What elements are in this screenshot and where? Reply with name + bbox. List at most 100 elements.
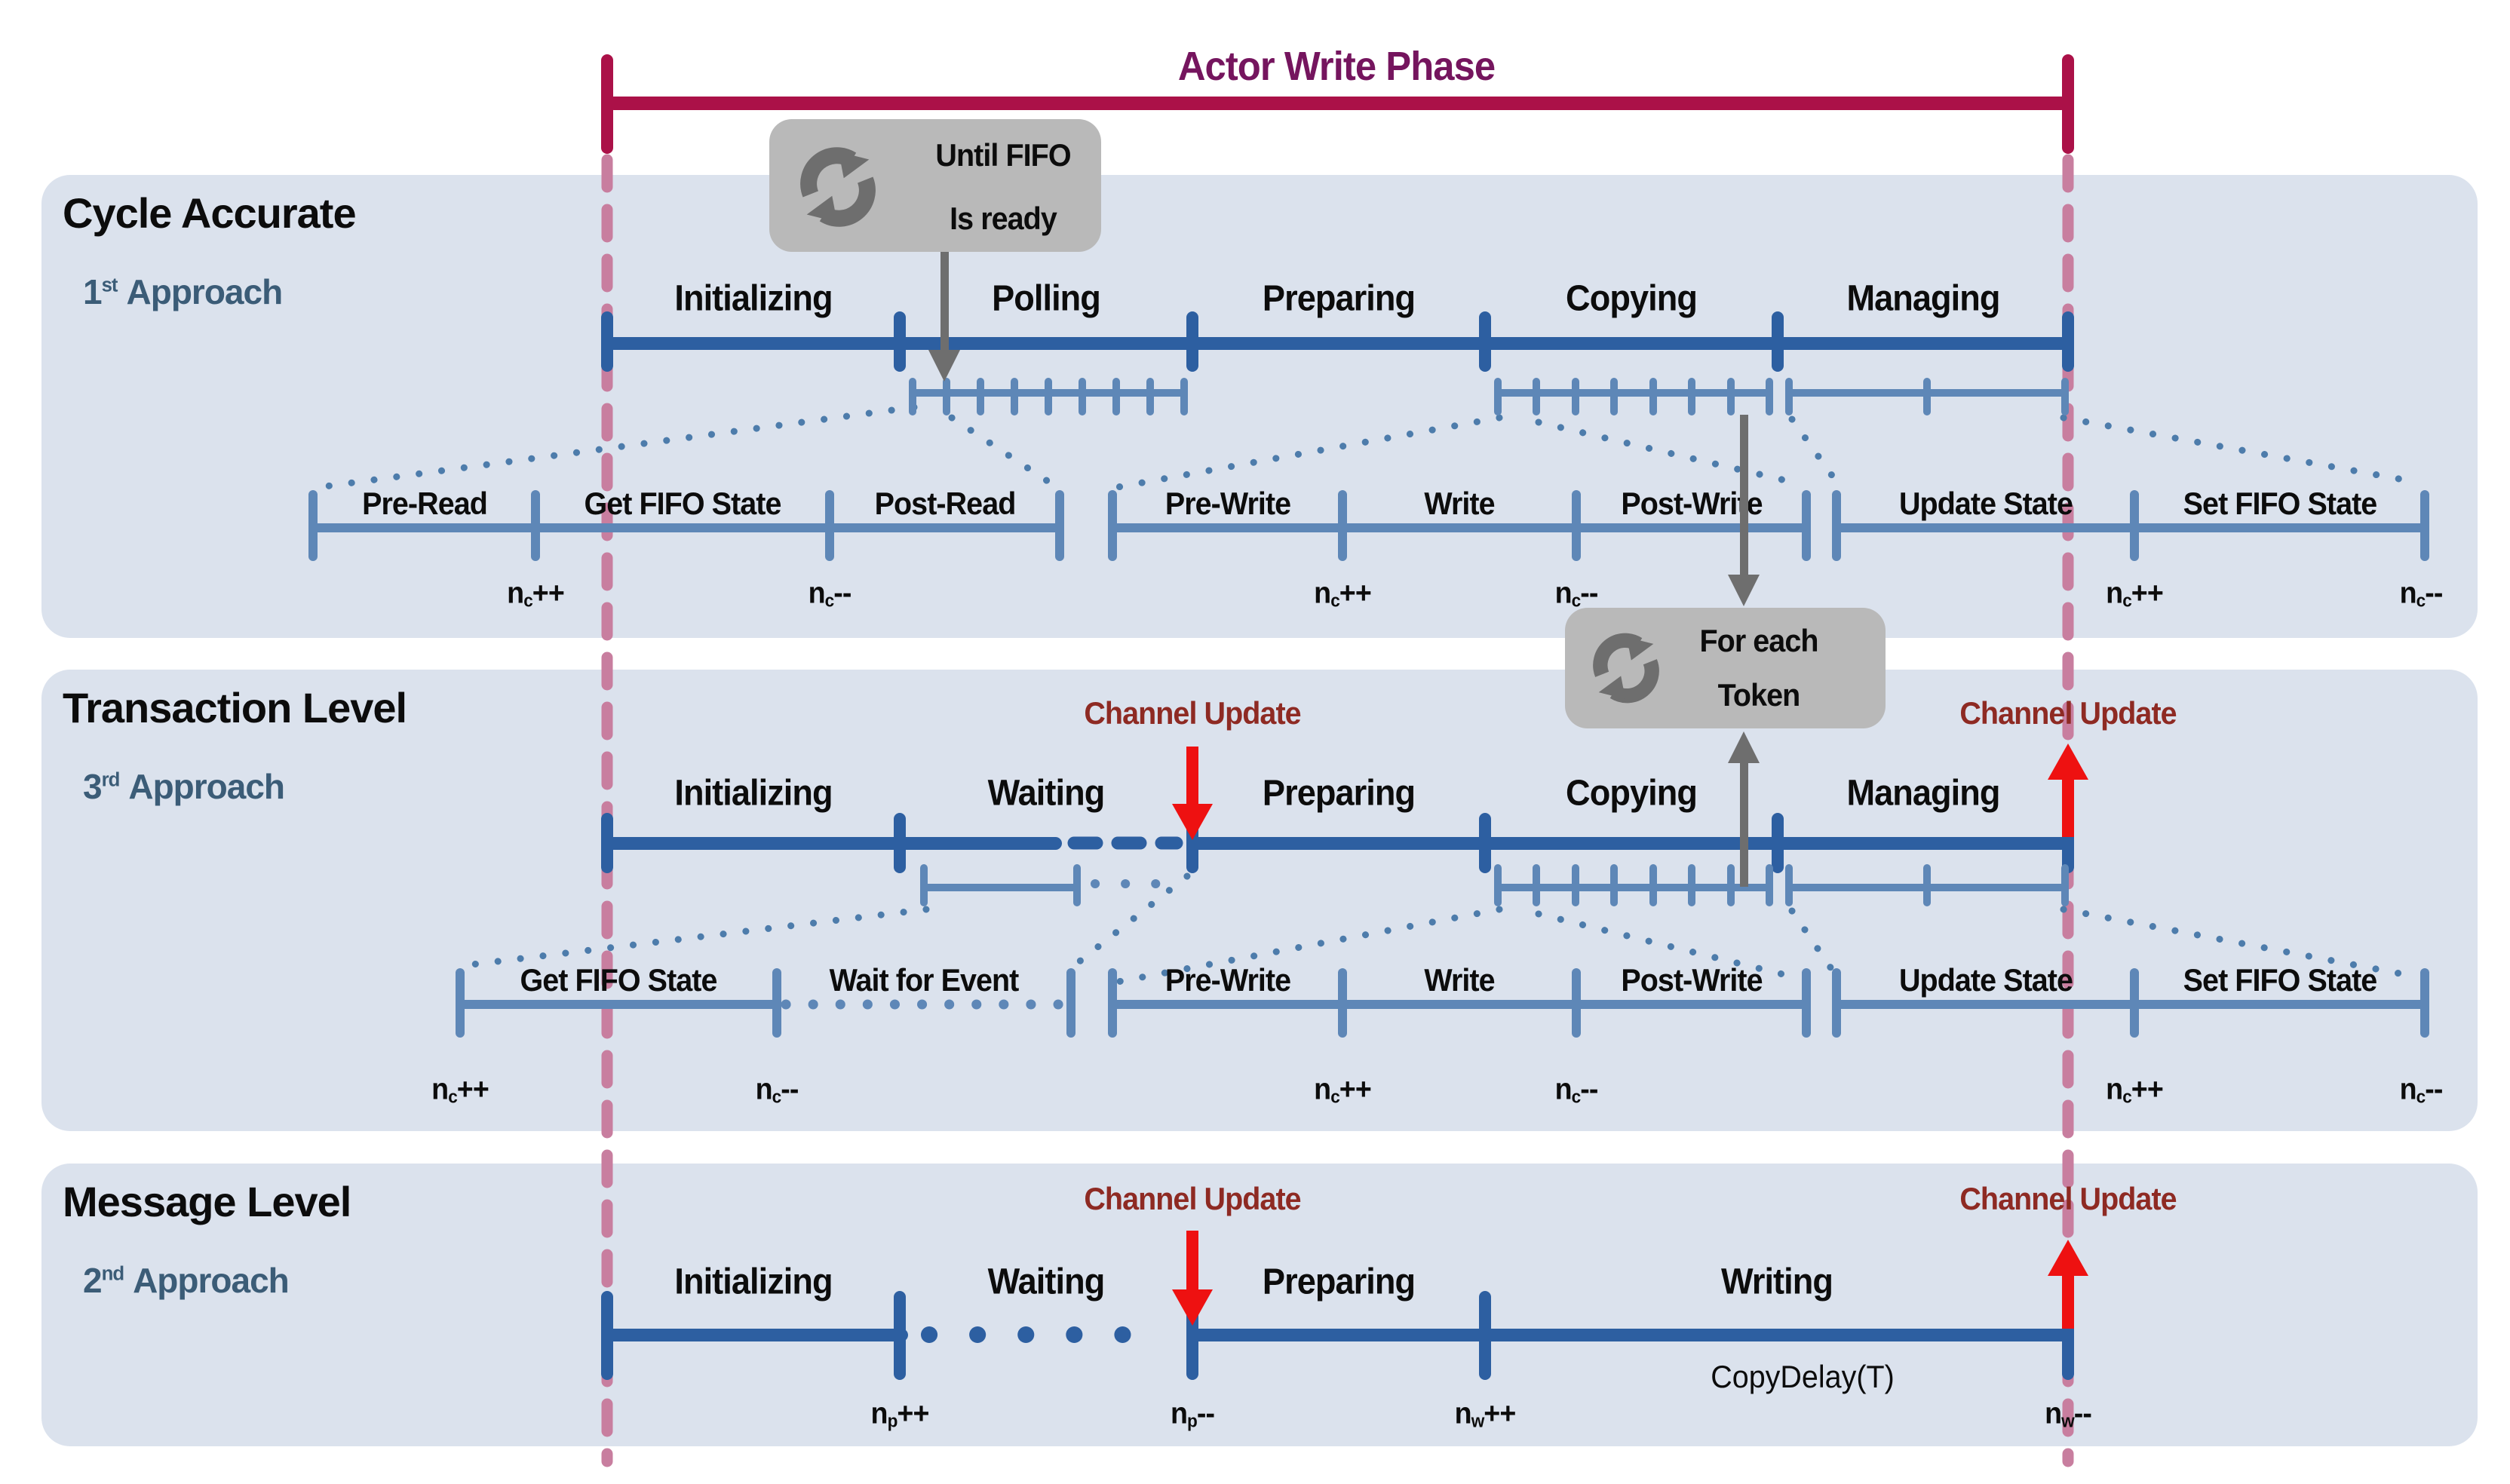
counter-var: n [431, 1072, 449, 1106]
timeline-tick [894, 311, 906, 372]
cycle-ruler-tick [1726, 378, 1735, 415]
counter-var: n [2106, 1072, 2123, 1106]
counter-op: ++ [2131, 1072, 2164, 1106]
subtimeline-tick [308, 490, 318, 561]
red-arrow-down-head [1172, 804, 1213, 840]
actor-write-phase-title: Actor Write Phase [1177, 44, 1496, 89]
cycle-ruler-tick [1785, 864, 1793, 906]
phase-label: Managing [1846, 773, 2000, 814]
timeline-tick [1186, 311, 1198, 372]
timeline-bar [1187, 1329, 2068, 1341]
loop-icon [1593, 633, 1659, 704]
badge-text-line: Until FIFO [935, 137, 1071, 173]
cycle-ruler-bar [1498, 884, 1769, 891]
counter-subscript: p [1187, 1411, 1198, 1432]
counter-var: n [2106, 576, 2123, 610]
cycle-ruler-tick [977, 378, 984, 415]
cycle-ruler-tick [2061, 378, 2069, 415]
counter-subscript: w [1471, 1411, 1485, 1432]
counter-op: -- [2425, 1072, 2443, 1106]
cycle-ruler-tick [909, 378, 916, 415]
subphase-label: Set FIFO State [2183, 486, 2377, 521]
cycle-ruler-tick [1073, 864, 1081, 906]
approach-number: 2 [83, 1261, 103, 1300]
counter-annotation: nw++ [1455, 1397, 1517, 1432]
subphase-label: Wait for Event [829, 962, 1020, 998]
counter-subscript: c [448, 1087, 458, 1108]
counter-subscript: c [824, 590, 835, 612]
subtimeline-tick [825, 490, 834, 561]
approach-ordinal: st [101, 274, 118, 296]
cycle-ruler-tick [1079, 378, 1086, 415]
cycle-ruler-tick [1923, 864, 1931, 906]
loop-icon-part [839, 152, 870, 179]
loop-badge-for-each-token [1565, 608, 1886, 728]
gray-arrow-head [1728, 575, 1760, 606]
counter-var: n [808, 576, 826, 610]
bracket-cap-left [601, 54, 613, 154]
connector-dotted-line [1788, 415, 1844, 491]
connector-dotted-line [2060, 906, 2423, 981]
counter-op: -- [833, 576, 851, 610]
counter-annotation: nc-- [1555, 576, 1599, 612]
approach-ordinal: nd [101, 1263, 124, 1285]
red-arrow-up-shaft [2062, 780, 2074, 837]
badge-text-line: Is ready [950, 201, 1057, 236]
counter-annotation: nc++ [1314, 1072, 1372, 1108]
counter-subscript: c [1330, 1087, 1340, 1108]
connector-dotted-line [1114, 906, 1503, 986]
counter-var: n [755, 1072, 773, 1106]
approach-ordinal: rd [101, 769, 121, 791]
counter-op: -- [1580, 1072, 1598, 1106]
counter-op: -- [2425, 576, 2443, 610]
connector-dotted-line [462, 906, 930, 969]
subtimeline-bar [1836, 1000, 2134, 1009]
approach-word: Approach [126, 272, 284, 311]
counter-subscript: c [772, 1087, 782, 1108]
cycle-ruler-tick [1112, 378, 1120, 415]
subtimeline-tick [1572, 490, 1581, 561]
counter-var: n [507, 576, 524, 610]
counter-subscript: c [2122, 590, 2132, 612]
counter-var: n [2399, 576, 2417, 610]
cycle-ruler-tick [1533, 864, 1541, 906]
timeline-bar [607, 337, 2068, 350]
phase-label: Writing [1720, 1262, 1833, 1302]
subtimeline-tick [1108, 968, 1117, 1038]
timeline-tick [601, 813, 613, 873]
counter-op: -- [2073, 1397, 2092, 1430]
phase-label: Copying [1566, 278, 1698, 319]
subtimeline-tick [1055, 490, 1064, 561]
counter-subscript: c [2416, 590, 2426, 612]
counter-op: ++ [2131, 576, 2164, 610]
channel-update-label: Channel Update [1084, 695, 1301, 731]
badge-text-line: For each [1699, 623, 1818, 658]
subtimeline-bar [1576, 1000, 1806, 1009]
cycle-ruler-bar [1498, 389, 1769, 397]
subphase-label: Update State [1898, 962, 2073, 998]
loop-icon [800, 147, 876, 227]
counter-var: n [1554, 1072, 1573, 1106]
subphase-label: Post-Write [1620, 486, 1763, 521]
subtimeline-tick [1572, 968, 1581, 1038]
counter-annotation: nc-- [1554, 1072, 1599, 1108]
timeline-tick [1479, 1291, 1491, 1380]
phase-label: Managing [1846, 278, 2000, 319]
counter-subscript: c [1571, 590, 1582, 612]
subtimeline-bar [313, 523, 535, 532]
phase-label: Waiting [987, 1262, 1106, 1302]
connector-dotted-line [1535, 910, 1805, 983]
counter-annotation: nc++ [2106, 1072, 2164, 1108]
timeline-tick [2062, 311, 2074, 372]
connector-dotted-line [1071, 872, 1191, 969]
gray-arrow-shaft [1739, 415, 1748, 575]
subphase-label: Pre-Read [361, 486, 488, 521]
panel-title: Cycle Accurate [63, 189, 357, 237]
subtimeline-tick [456, 968, 465, 1038]
cycle-ruler-bar [924, 884, 1077, 891]
subtimeline-bar [1112, 523, 1342, 532]
counter-var: n [1170, 1397, 1188, 1430]
